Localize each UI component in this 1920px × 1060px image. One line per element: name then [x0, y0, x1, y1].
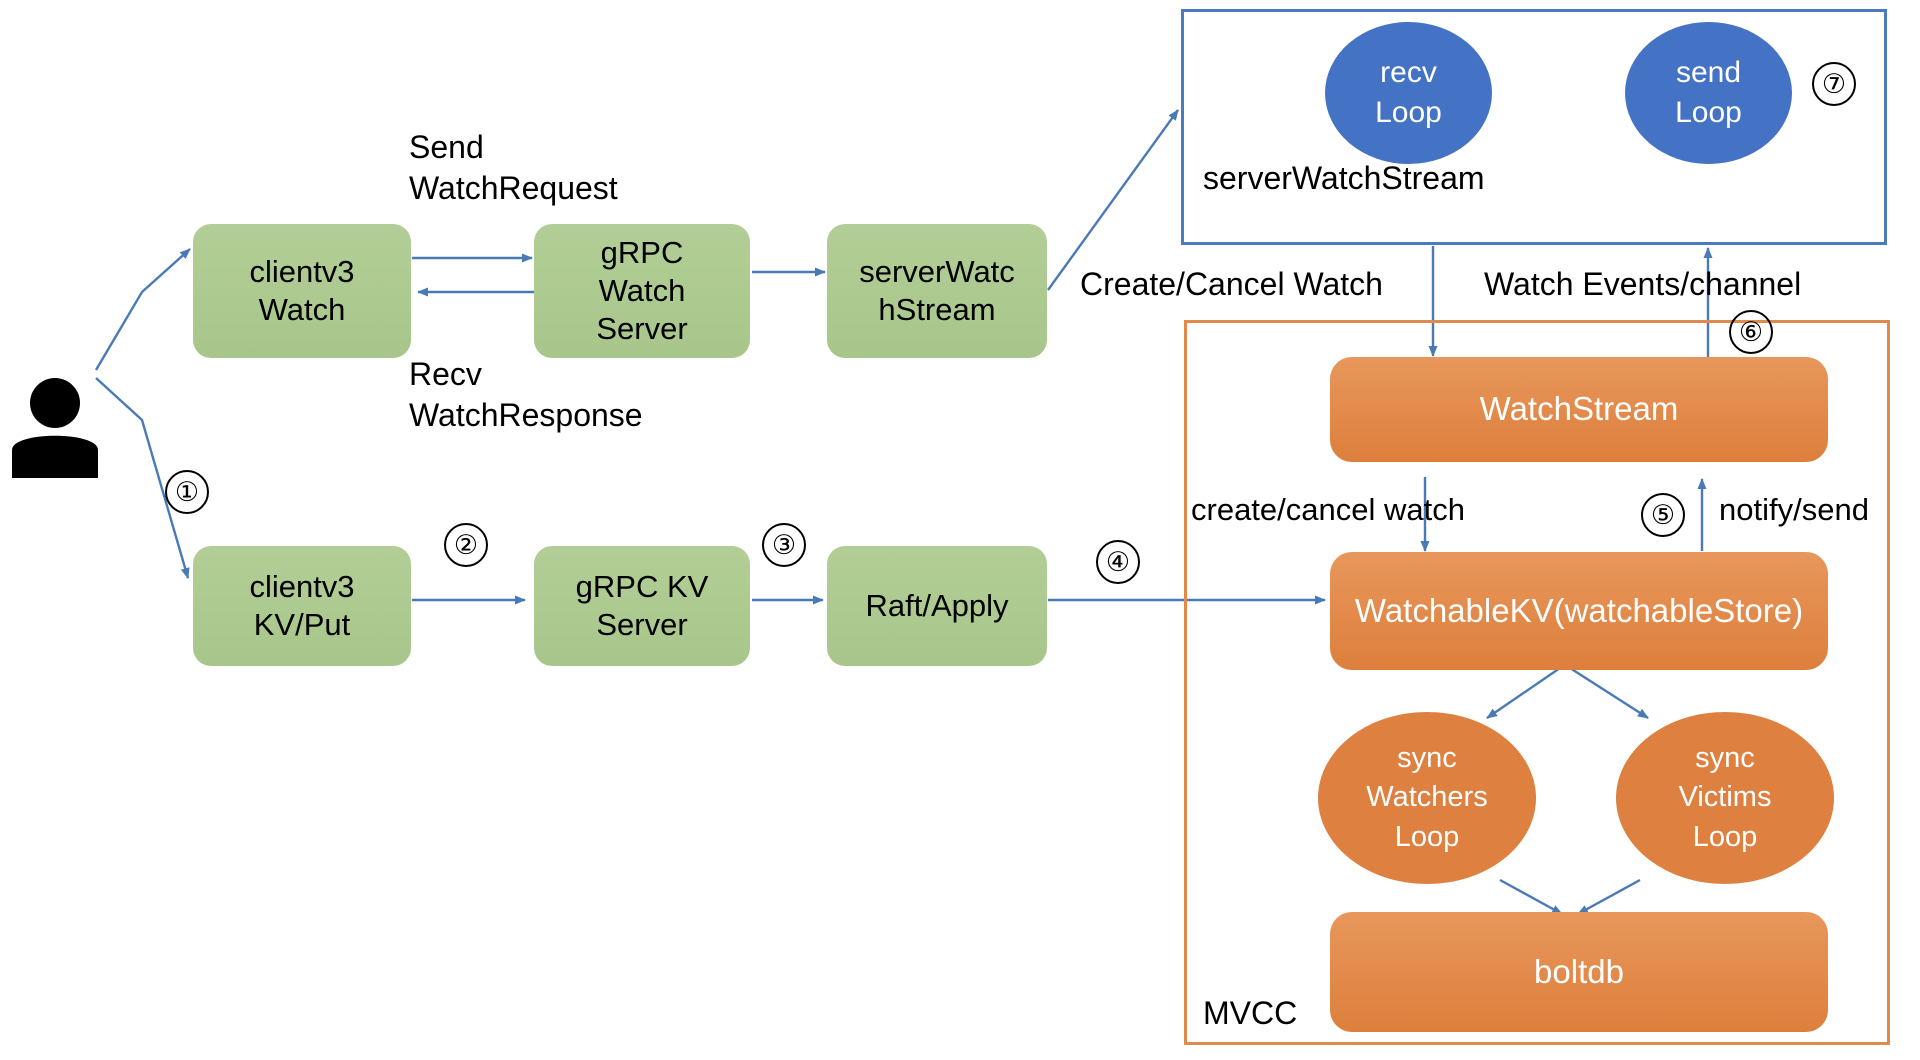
step-7-badge: ⑦ — [1812, 62, 1856, 106]
ellipse-send-loop[interactable]: send Loop — [1625, 22, 1792, 164]
node-clientv3-kv-put-label: clientv3 KV/Put — [249, 569, 355, 642]
node-clientv3-watch[interactable]: clientv3 Watch — [193, 224, 411, 358]
ellipse-sync-victims-loop[interactable]: sync Victims Loop — [1616, 712, 1834, 884]
node-watch-stream[interactable]: WatchStream — [1330, 357, 1828, 462]
label-create-cancel-watch-upper: Create/Cancel Watch — [1080, 266, 1383, 302]
step-3-badge: ③ — [762, 523, 806, 567]
node-server-watch-stream-label: serverWatc hStream — [859, 254, 1015, 327]
label-recv-watchresponse: Recv WatchResponse — [409, 356, 643, 433]
step-6-badge: ⑥ — [1729, 310, 1773, 354]
node-grpc-kv-server-label: gRPC KV Server — [575, 569, 709, 642]
label-watch-events-channel: Watch Events/channel — [1484, 266, 1802, 302]
node-clientv3-kv-put[interactable]: clientv3 KV/Put — [193, 546, 411, 666]
ellipse-send-loop-label: send Loop — [1675, 55, 1742, 130]
ellipse-sync-watchers-loop[interactable]: sync Watchers Loop — [1318, 712, 1536, 884]
step-5-badge: ⑤ — [1641, 493, 1685, 537]
node-watchable-kv-label: WatchableKV(watchableStore) — [1354, 591, 1804, 629]
node-clientv3-watch-label: clientv3 Watch — [249, 254, 355, 327]
label-send-watchrequest: Send WatchRequest — [409, 129, 618, 206]
node-grpc-watch-server[interactable]: gRPC Watch Server — [534, 224, 750, 358]
ellipse-sync-victims-loop-label: sync Victims Loop — [1678, 742, 1772, 853]
ellipse-recv-loop[interactable]: recv Loop — [1325, 22, 1492, 164]
node-raft-apply[interactable]: Raft/Apply — [827, 546, 1047, 666]
node-raft-apply-label: Raft/Apply — [865, 588, 1009, 624]
label-notify-send: notify/send — [1719, 492, 1869, 527]
ellipse-sync-watchers-loop-label: sync Watchers Loop — [1366, 742, 1488, 853]
label-create-cancel-watch-lower: create/cancel watch — [1191, 492, 1465, 527]
node-watchable-kv[interactable]: WatchableKV(watchableStore) — [1330, 552, 1828, 670]
node-server-watch-stream[interactable]: serverWatc hStream — [827, 224, 1047, 358]
node-boltdb-label: boltdb — [1534, 952, 1624, 990]
step-1-badge: ① — [165, 470, 209, 514]
server-watch-stream-container — [1181, 9, 1887, 245]
node-grpc-kv-server[interactable]: gRPC KV Server — [534, 546, 750, 666]
ellipse-recv-loop-label: recv Loop — [1375, 55, 1442, 130]
mvcc-container-label: MVCC — [1203, 995, 1298, 1031]
mvcc-container — [1184, 320, 1890, 1045]
node-grpc-watch-server-label: gRPC Watch Server — [596, 235, 688, 346]
step-4-badge: ④ — [1096, 540, 1140, 584]
node-boltdb[interactable]: boltdb — [1330, 912, 1828, 1032]
step-2-badge: ② — [444, 523, 488, 567]
node-watch-stream-label: WatchStream — [1479, 390, 1679, 428]
person-icon — [10, 378, 100, 483]
server-watch-stream-container-label: serverWatchStream — [1203, 160, 1485, 196]
